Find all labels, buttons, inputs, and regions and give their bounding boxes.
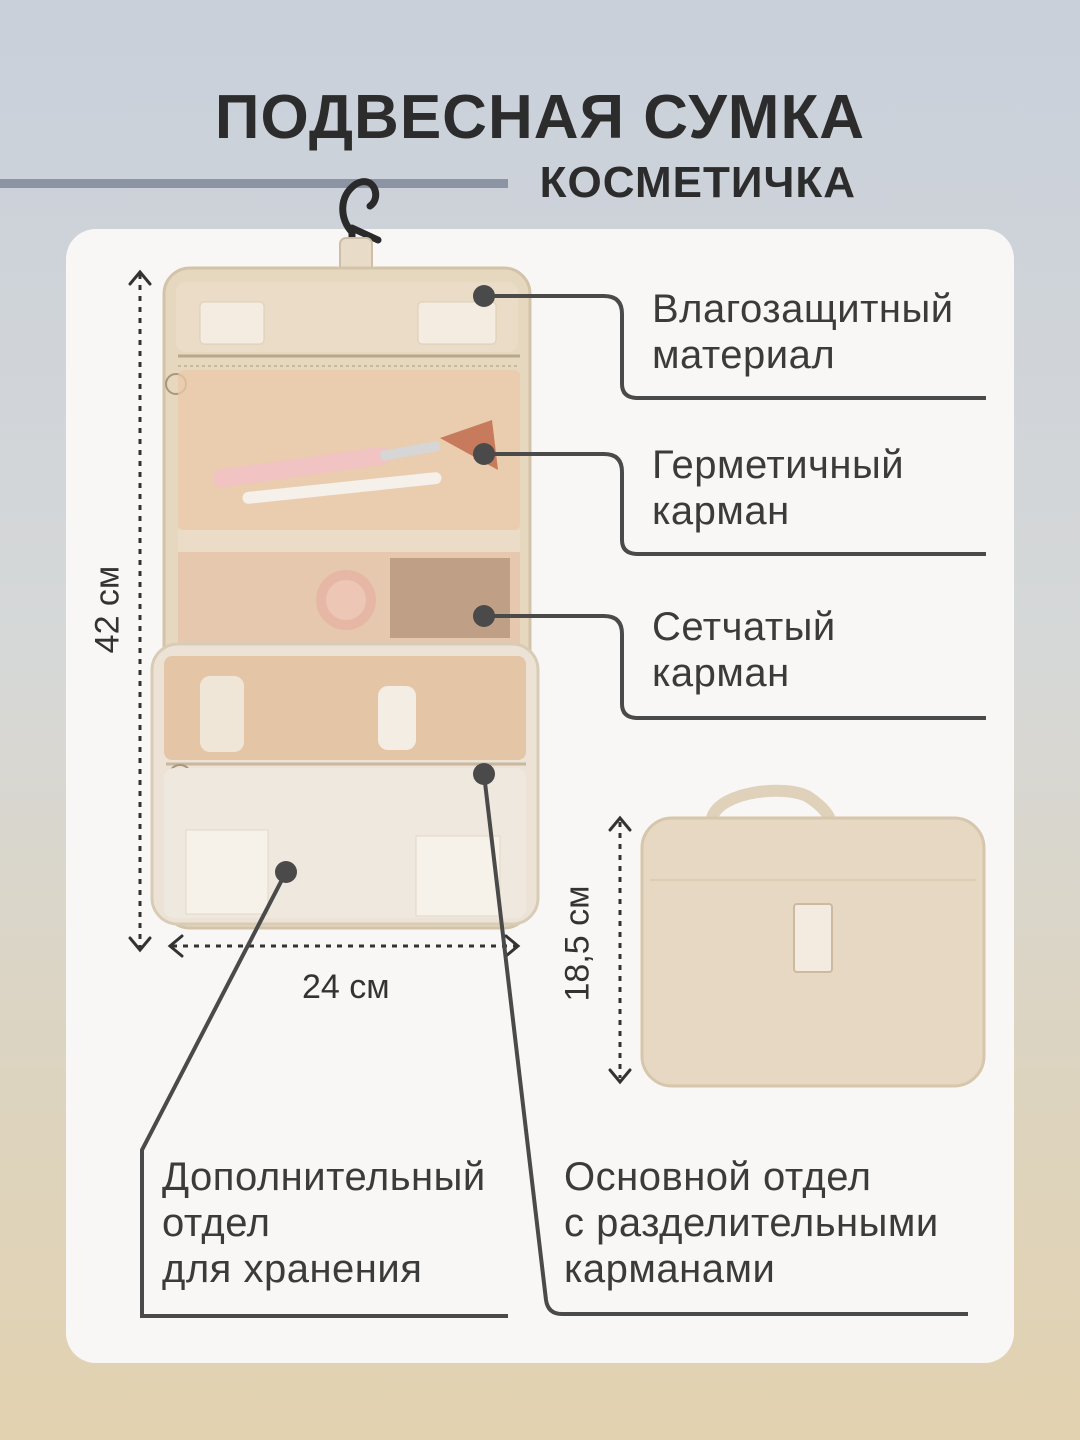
hanger-hook-icon bbox=[339, 178, 382, 275]
dimension-height-closed: 18,5 см bbox=[558, 885, 597, 1002]
leader-lines bbox=[140, 294, 986, 1318]
hanger-rail bbox=[0, 179, 508, 188]
page-title: ПОДВЕСНАЯ СУМКА bbox=[214, 83, 866, 152]
brand-patch-icon bbox=[793, 903, 833, 973]
label-extra-compartment: Дополнительный отдел для хранения bbox=[162, 1155, 486, 1291]
closed-bag-image bbox=[640, 784, 986, 1088]
page-subtitle: КОСМЕТИЧКА bbox=[539, 158, 856, 207]
dimension-lines bbox=[138, 274, 622, 1078]
dimension-width: 24 см bbox=[302, 968, 390, 1006]
label-mesh-pocket: Сетчатый карман bbox=[652, 605, 836, 695]
arrow-heads bbox=[128, 269, 632, 1085]
dimension-height-open: 42 см bbox=[88, 565, 127, 654]
leader-dots bbox=[275, 285, 495, 883]
label-main-compartment: Основной отдел с разделительными кармана… bbox=[564, 1155, 939, 1291]
open-bag-image bbox=[150, 266, 540, 930]
label-waterproof-material: Влагозащитный материал bbox=[652, 287, 954, 377]
label-sealed-pocket: Герметичный карман bbox=[652, 443, 905, 533]
